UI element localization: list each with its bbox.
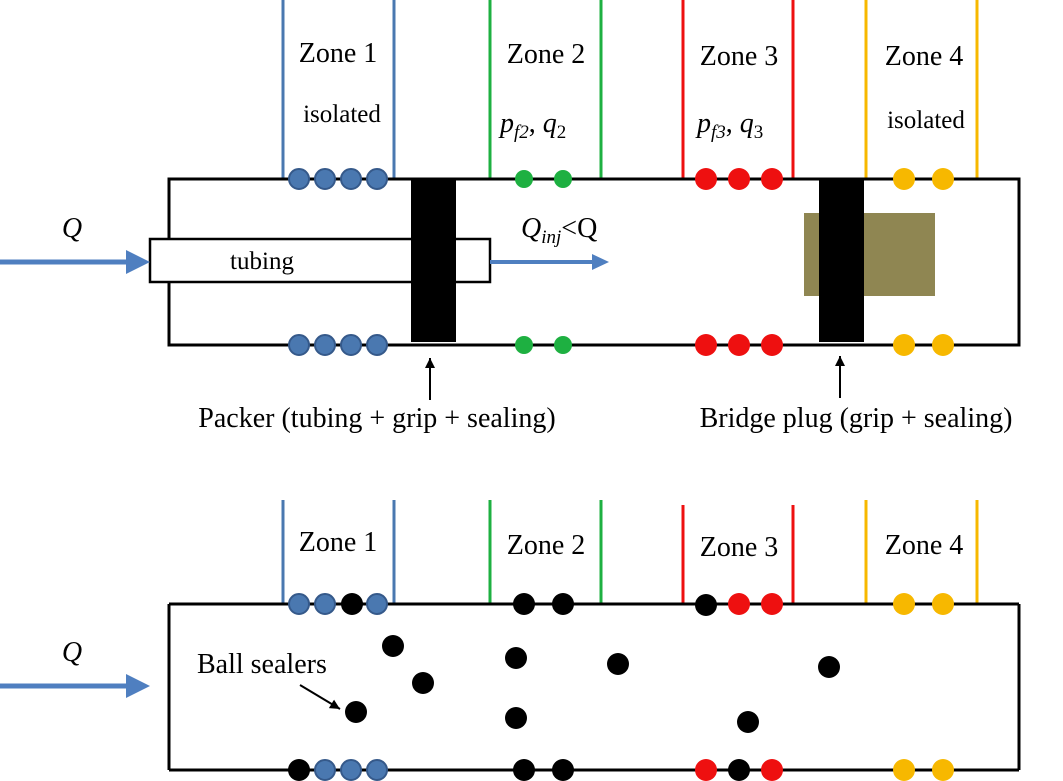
perforation [761,168,783,190]
bottom-perforations-upper [288,593,954,616]
ball-sealers-label: Ball sealers [197,649,327,680]
ball-sealer [607,653,629,675]
perforation [728,334,750,356]
ball-sealer [412,672,434,694]
ball-sealer [737,711,759,733]
perforation [932,593,954,615]
perforation [366,334,388,356]
seated-ball-sealer [695,594,717,616]
top-zone1-status: isolated [303,101,381,128]
perforation [554,336,572,354]
perforation [695,168,717,190]
seated-ball-sealer [341,593,363,615]
perforation [695,334,717,356]
seated-ball-sealer [288,759,310,781]
ball-sealer [345,701,367,723]
perforation [932,759,954,781]
bottom-diagram: Zone 1 Zone 2 Zone 3 Zone 4 Q [0,500,1021,781]
perforation [366,759,388,781]
perforation [554,170,572,188]
injection-label: Qinj<Q [521,213,597,248]
perforation [761,334,783,356]
seated-ball-sealer [728,759,750,781]
seated-ball-sealer [552,593,574,615]
bottom-inflow-arrow [0,674,150,698]
top-zone-lines [281,0,979,178]
injection-arrow [490,254,609,270]
perforation [314,334,336,356]
perforation [515,336,533,354]
perforation [893,168,915,190]
ball-sealers-pointer-arrow [299,684,341,710]
top-inflow-label: Q [62,213,82,244]
perforation [340,168,362,190]
top-zone4-label: Zone 4 [885,41,964,72]
free-ball-sealers [345,635,840,733]
ball-sealer [505,707,527,729]
perforation [340,334,362,356]
top-zone3-label: Zone 3 [700,41,779,72]
perforation [515,170,533,188]
perforation [893,759,915,781]
seated-ball-sealer [513,759,535,781]
top-zone2-params: pf2, q2 [498,108,566,143]
top-zone1-label: Zone 1 [299,38,378,69]
perforation [366,593,388,615]
ball-sealer [505,647,527,669]
perforation [893,593,915,615]
ball-sealer [818,656,840,678]
bottom-zone2-label: Zone 2 [507,530,586,561]
seated-ball-sealer [513,593,535,615]
perforation [761,593,783,615]
packer [411,180,456,342]
bottom-zone1-label: Zone 1 [299,527,378,558]
perforation [314,168,336,190]
perforation [314,593,336,615]
perforation [288,334,310,356]
top-diagram: Zone 1 isolated Zone 2 pf2, q2 Zone 3 pf… [0,0,1021,434]
packer-label: Packer (tubing + grip + sealing) [198,403,555,434]
top-zone4-status: isolated [887,107,965,134]
perforation [366,168,388,190]
bottom-perforations-lower [288,759,954,781]
bottom-zone3-label: Zone 3 [700,532,779,563]
bridge-plug-label: Bridge plug (grip + sealing) [700,403,1013,434]
tubing-label: tubing [230,248,294,275]
perforation [932,168,954,190]
perforation [340,759,362,781]
perforation [314,759,336,781]
ball-sealer [382,635,404,657]
perforation [893,334,915,356]
seated-ball-sealer [552,759,574,781]
perforation [761,759,783,781]
bottom-inflow-label: Q [62,637,82,668]
perforation [288,168,310,190]
top-inflow-arrow [0,250,150,274]
perforation [288,593,310,615]
bottom-wellbore [167,602,1021,772]
perforation [932,334,954,356]
perforation [728,168,750,190]
perforation [695,759,717,781]
bottom-zone4-label: Zone 4 [885,530,964,561]
bottom-zone-lines [281,500,979,603]
top-perforations-upper [288,168,954,190]
top-zone3-params: pf3, q3 [695,108,763,143]
top-zone2-label: Zone 2 [507,39,586,70]
bridge-plug-grip [819,180,864,342]
perforation [728,593,750,615]
top-perforations-lower [288,334,954,356]
